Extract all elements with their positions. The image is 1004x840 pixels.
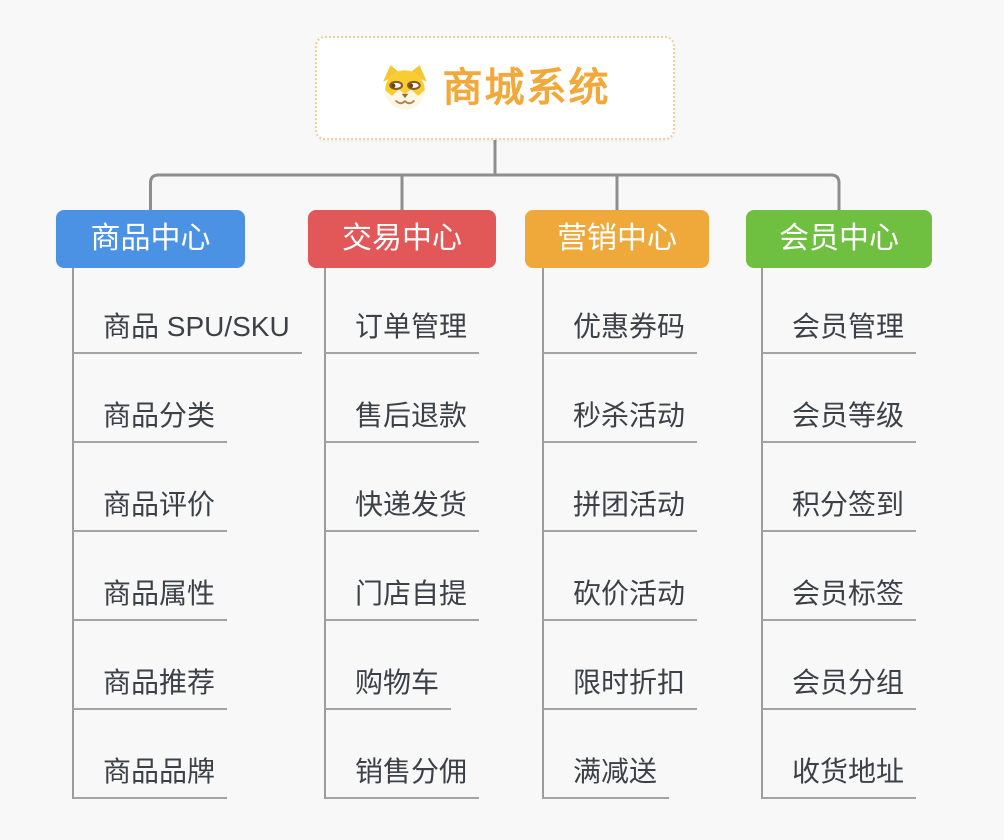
branch-node-product-center[interactable]: 商品中心	[56, 210, 245, 268]
leaf-node[interactable]: 商品分类	[73, 399, 228, 443]
doge-face-icon	[380, 63, 430, 113]
leaf-node[interactable]: 门店自提	[325, 577, 480, 621]
leaf-node[interactable]: 拼团活动	[543, 488, 698, 532]
leaf-node[interactable]: 商品评价	[73, 488, 228, 532]
leaf-node[interactable]: 售后退款	[325, 399, 480, 443]
leaf-node[interactable]: 会员等级	[762, 399, 917, 443]
leaf-node[interactable]: 订单管理	[325, 310, 480, 354]
leaf-node[interactable]: 会员分组	[762, 666, 917, 710]
leaf-node[interactable]: 购物车	[325, 666, 452, 710]
leaf-node[interactable]: 商品品牌	[73, 755, 228, 799]
leaf-node[interactable]: 收货地址	[762, 755, 917, 799]
leaf-node[interactable]: 商品推荐	[73, 666, 228, 710]
branch-node-marketing-center[interactable]: 营销中心	[525, 210, 709, 268]
leaf-node[interactable]: 限时折扣	[543, 666, 698, 710]
root-title: 商城系统	[442, 66, 611, 110]
leaf-node[interactable]: 积分签到	[762, 488, 917, 532]
leaf-node[interactable]: 优惠券码	[543, 310, 698, 354]
leaf-node[interactable]: 商品 SPU/SKU	[73, 310, 302, 354]
leaf-node[interactable]: 快递发货	[325, 488, 480, 532]
leaf-node[interactable]: 会员标签	[762, 577, 917, 621]
leaf-node[interactable]: 满减送	[543, 755, 670, 799]
branch-node-member-center[interactable]: 会员中心	[746, 210, 932, 268]
leaf-node[interactable]: 会员管理	[762, 310, 917, 354]
root-node[interactable]: 商城系统	[315, 36, 675, 140]
leaf-node[interactable]: 商品属性	[73, 577, 228, 621]
leaf-node[interactable]: 秒杀活动	[543, 399, 698, 443]
leaf-node[interactable]: 砍价活动	[543, 577, 698, 621]
branch-node-trade-center[interactable]: 交易中心	[308, 210, 496, 268]
leaf-node[interactable]: 销售分佣	[325, 755, 480, 799]
